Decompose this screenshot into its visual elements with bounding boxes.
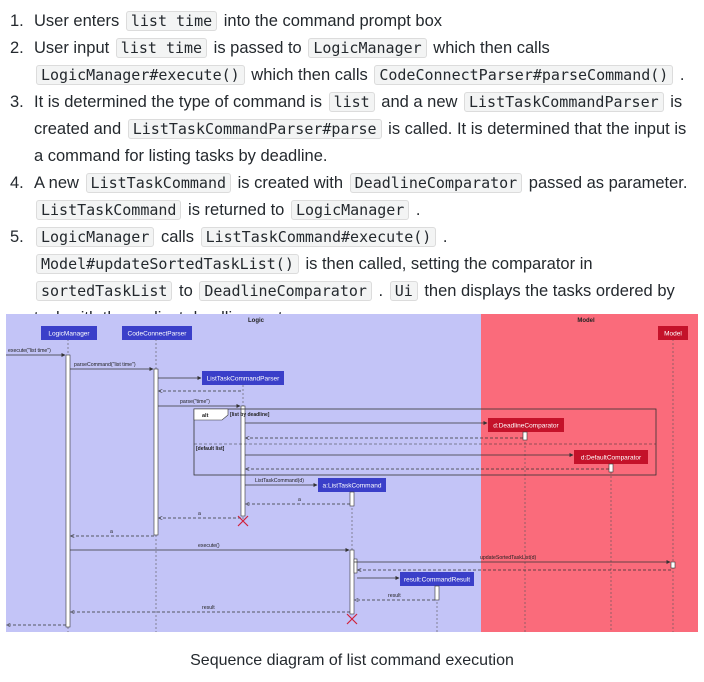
msg-return-result1: result: [388, 593, 401, 599]
participant-model-box: [658, 326, 688, 340]
participant-model: Model: [664, 331, 682, 338]
inline-code: Ui: [389, 281, 418, 301]
inline-code: list time: [115, 38, 208, 58]
activation-logic-manager: [65, 354, 71, 628]
step-number: 4.: [10, 174, 24, 192]
participant-default-comparator: d:DefaultComparator: [581, 455, 642, 462]
inline-code: ListTaskCommand: [36, 200, 182, 220]
participant-command-result-box: [400, 572, 474, 586]
msg-list-task-command: ListTaskCommand(d): [255, 478, 304, 484]
step-item: 1.User enters list time into the command…: [10, 8, 698, 35]
participant-code-connect-parser: CodeConnectParser: [128, 331, 188, 338]
participant-deadline-comparator: d:DeadlineComparator: [493, 423, 559, 430]
inline-code: LogicManager: [290, 200, 410, 220]
msg-parse: parse("time"): [180, 399, 210, 405]
inline-code: ListTaskCommandParser#parse: [127, 119, 382, 139]
model-frame: [481, 314, 698, 632]
step-number: 2.: [10, 39, 24, 57]
instruction-steps: 1.User enters list time into the command…: [10, 8, 698, 332]
diagram-caption: Sequence diagram of list command executi…: [190, 652, 514, 669]
inline-code: LogicManager#execute(): [36, 65, 245, 85]
inline-code: DeadlineComparator: [199, 281, 372, 301]
activation-default-comparator: [608, 463, 614, 473]
destroy-parser-mark: [237, 515, 249, 527]
destroy-list-task-command-mark: [346, 613, 358, 625]
guard-default: [default list]: [196, 446, 225, 452]
participant-logic-manager-box: [41, 326, 97, 340]
step-number: 3.: [10, 93, 24, 111]
msg-return-a2: a: [198, 511, 201, 517]
step-number: 5.: [10, 228, 24, 246]
activation-deadline-comparator: [522, 431, 528, 441]
activation-list-task-command-inner: [353, 558, 358, 574]
activation-list-task-command-exec: [349, 549, 355, 615]
participant-code-connect-parser-box: [122, 326, 192, 340]
inline-code: list: [328, 92, 375, 112]
activation-model: [670, 561, 676, 569]
participant-deadline-comparator-box: [488, 418, 564, 432]
model-frame-label: Model: [577, 318, 595, 324]
sequence-diagram: Logic Model LogicManager CodeConnectPars…: [6, 314, 698, 632]
inline-code: ListTaskCommandParser: [464, 92, 664, 112]
msg-return-a1: a: [298, 497, 301, 503]
step-item: 4.A new ListTaskCommand is created with …: [10, 170, 698, 224]
participant-list-task-command: a:ListTaskCommand: [323, 483, 382, 490]
msg-parse-command: parseCommand("list time"): [74, 362, 136, 368]
inline-code: CodeConnectParser#parseCommand(): [374, 65, 674, 85]
inline-code: ListTaskCommand: [85, 173, 232, 193]
logic-frame-label: Logic: [248, 318, 265, 324]
inline-code: LogicManager: [308, 38, 427, 58]
inline-code: Model#updateSortedTaskList(): [36, 254, 299, 274]
activation-list-task-command-parser: [240, 405, 246, 517]
guard-deadline: [list by deadline]: [230, 412, 270, 418]
msg-execute-in: execute("list time"): [8, 348, 51, 354]
alt-fragment: [193, 408, 657, 476]
alt-label: alt: [202, 413, 209, 419]
msg-return-result2: result: [202, 605, 215, 611]
participant-list-task-command-box: [318, 478, 386, 492]
inline-code: list time: [125, 11, 218, 31]
msg-update-sorted: updateSortedTaskList(d): [480, 555, 537, 561]
inline-code: ListTaskCommand#execute(): [200, 227, 437, 247]
msg-return-a3: a: [110, 529, 113, 535]
participant-list-task-command-parser-box: [202, 371, 284, 385]
activation-code-connect-parser: [153, 368, 159, 536]
activation-list-task-command: [349, 491, 355, 507]
participant-logic-manager: LogicManager: [48, 331, 90, 338]
participant-command-result: result:CommandResult: [404, 577, 470, 584]
participant-list-task-command-parser: ListTaskCommandParser: [207, 376, 280, 383]
activation-command-result: [434, 585, 440, 601]
step-item: 3.It is determined the type of command i…: [10, 89, 698, 170]
step-number: 1.: [10, 12, 24, 30]
inline-code: LogicManager: [36, 227, 155, 247]
inline-code: DeadlineComparator: [349, 173, 523, 193]
participant-default-comparator-box: [574, 450, 648, 464]
step-item: 2.User input list time is passed to Logi…: [10, 35, 698, 89]
inline-code: sortedTaskList: [36, 281, 173, 301]
msg-execute: execute(): [198, 543, 220, 549]
